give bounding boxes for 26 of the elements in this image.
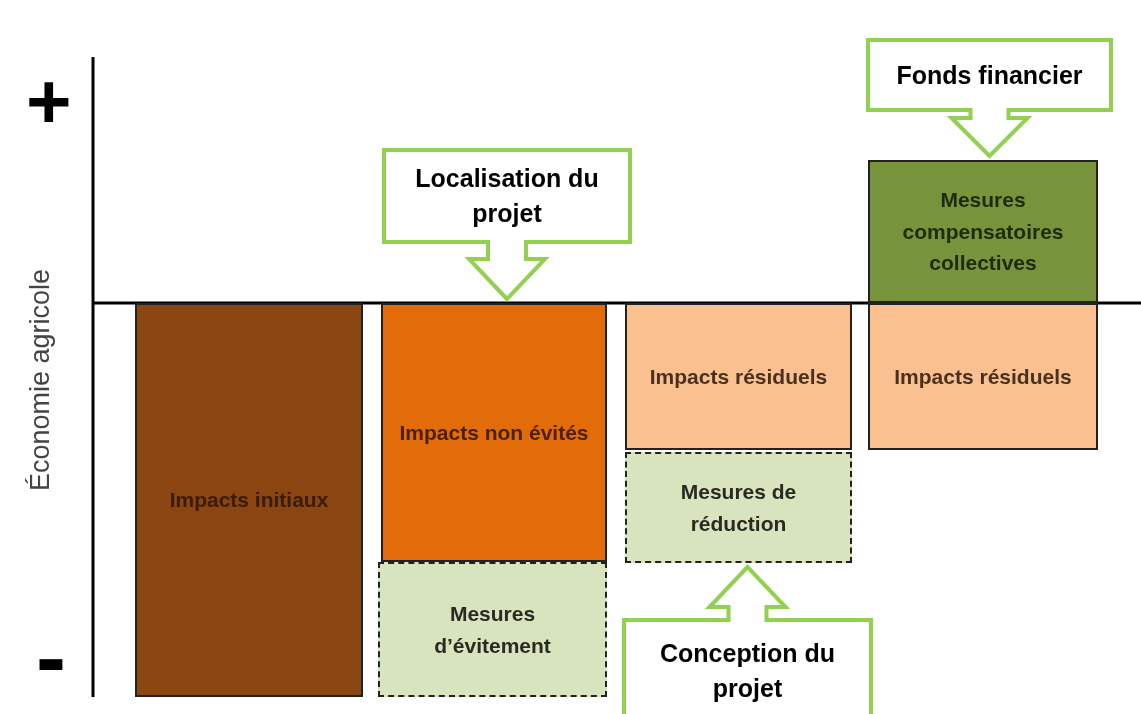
callout-text: Conception du projet [659,638,836,704]
axis-title: Économie agricole [24,268,56,492]
callout-arrow [704,564,791,624]
measure-box [378,562,607,697]
box-label: Impacts non évités [399,419,589,446]
impact-box [868,160,1098,303]
box-label: Impacts résiduels [649,363,828,390]
callout-arrow [946,106,1033,159]
box-label: Mesures de réduction [679,479,798,537]
box-label: Mesures compensatoires collectives [901,187,1065,277]
callout-box [866,38,1113,112]
box-label: Impacts résiduels [894,363,1072,390]
minus-sign: - [36,612,66,702]
impact-box [868,303,1098,450]
callout-text: Fonds financier [896,59,1083,91]
measure-box [625,452,852,563]
callout-arrow [464,238,550,302]
impact-box [381,303,607,562]
impact-box [625,303,852,450]
callout-box [382,148,632,244]
callout-text: Localisation du projet [414,163,600,229]
callout-box [622,618,873,714]
plus-sign: + [26,62,72,140]
box-label: Impacts initiaux [169,487,329,514]
impact-box [135,303,363,697]
box-label: Mesures d’évitement [433,601,552,659]
